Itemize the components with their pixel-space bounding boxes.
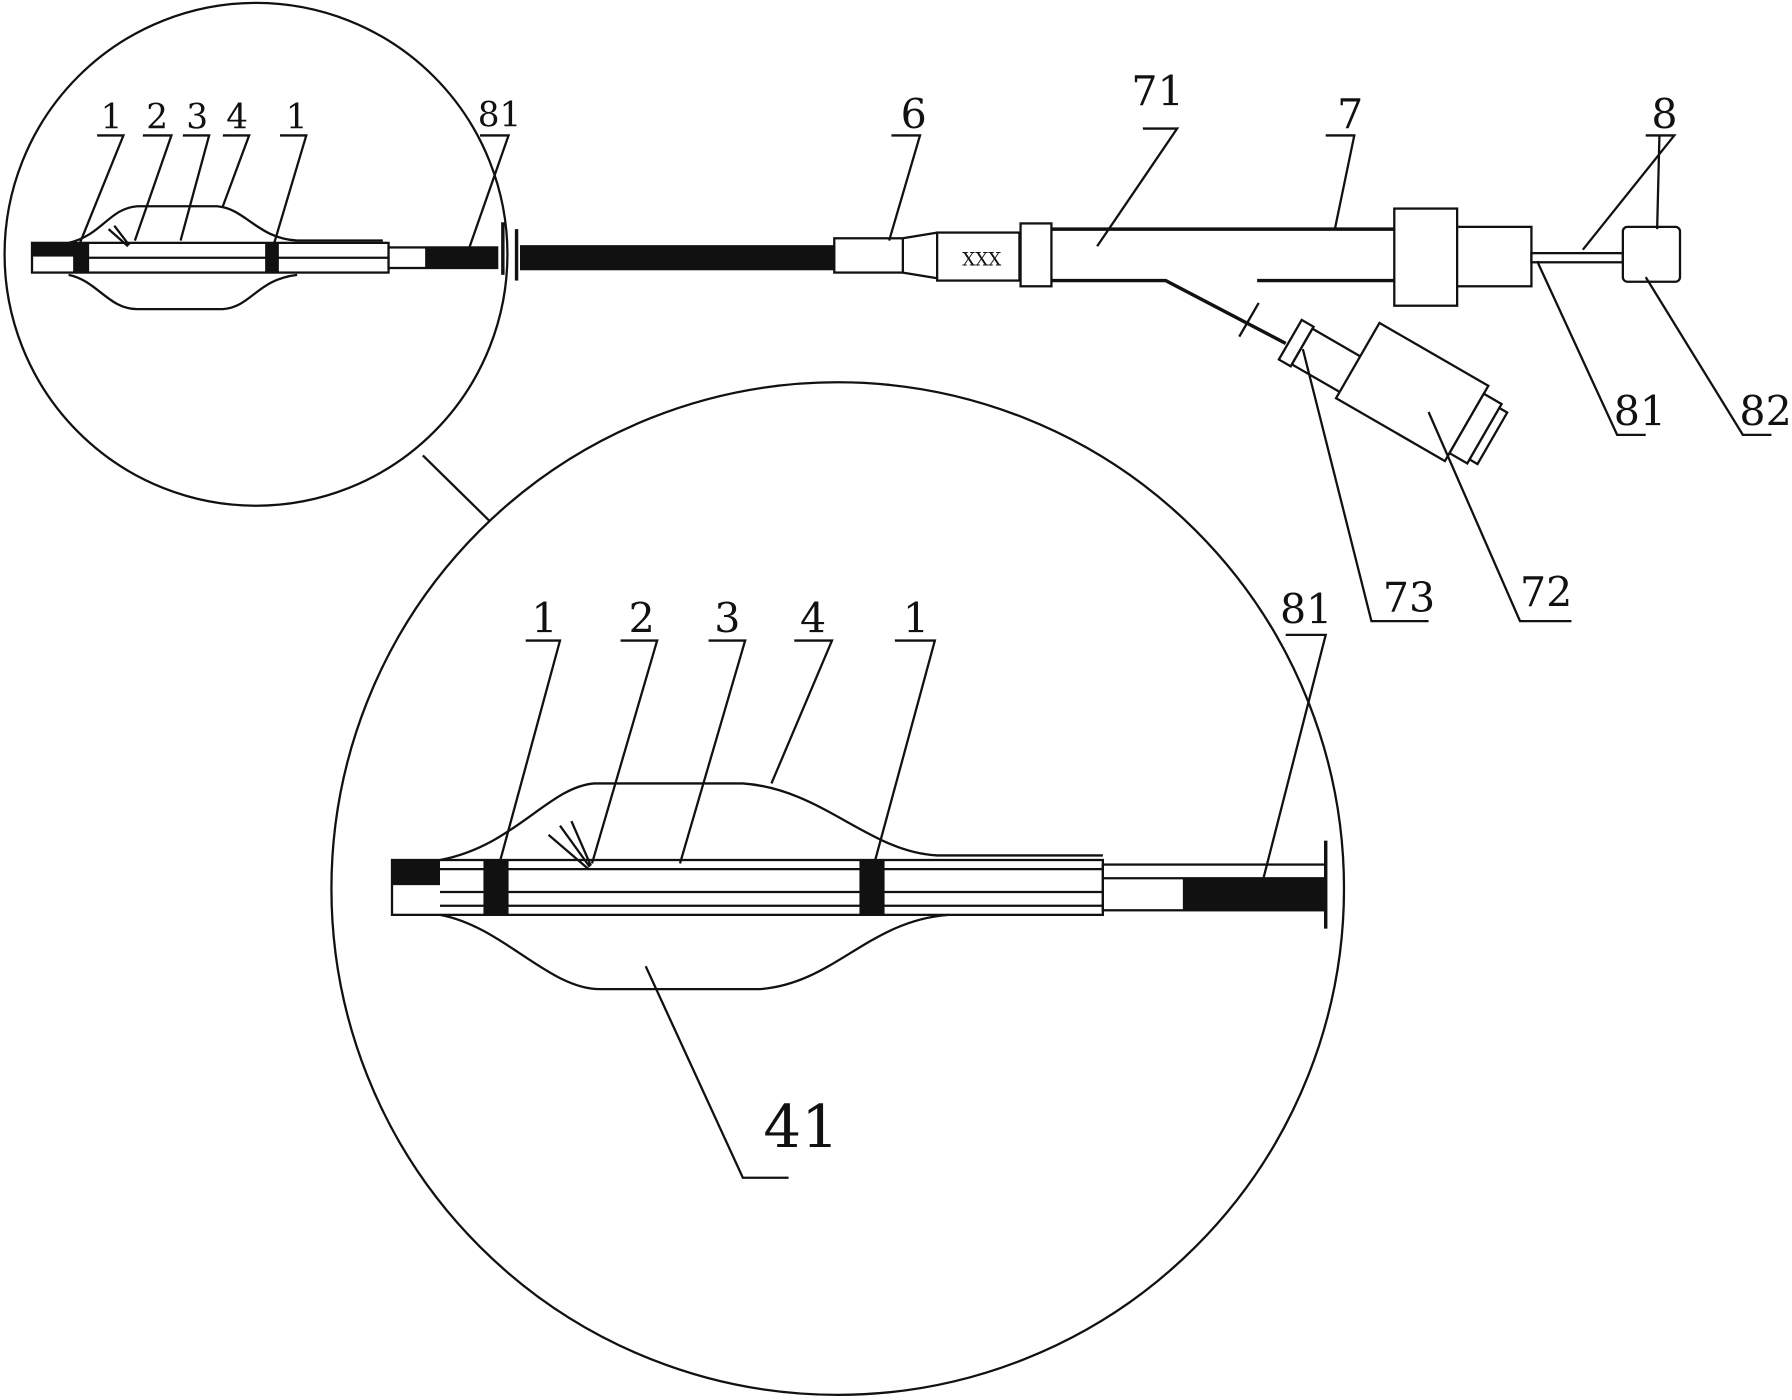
manifold-body xyxy=(1051,229,1394,343)
label-82: 82 xyxy=(1739,388,1791,436)
side-port-luer xyxy=(1336,323,1514,476)
marker-band xyxy=(483,860,508,915)
manifold-cap xyxy=(1394,209,1457,306)
balloon-top xyxy=(69,206,383,243)
wire-knob xyxy=(1623,227,1680,282)
label-81: 81 xyxy=(1614,388,1666,436)
label-4: 4 xyxy=(226,98,248,138)
marker-band xyxy=(265,243,279,273)
label-71: 71 xyxy=(1131,68,1183,116)
strain-relief xyxy=(834,238,903,272)
hub-grip-mark: XXX xyxy=(962,250,1001,271)
label-81: 81 xyxy=(478,95,522,135)
label-81: 81 xyxy=(1280,585,1332,633)
label-1: 1 xyxy=(101,98,123,138)
guidewire xyxy=(1531,253,1622,262)
label-1: 1 xyxy=(531,595,557,643)
label-1: 1 xyxy=(903,595,929,643)
balloon-bottom xyxy=(440,915,949,989)
label-1: 1 xyxy=(286,98,308,138)
label-6: 6 xyxy=(901,91,927,139)
large-detail-circle xyxy=(331,382,1344,1395)
label-41: 41 xyxy=(763,1093,839,1162)
shaft xyxy=(520,245,834,270)
label-3: 3 xyxy=(714,595,740,643)
marker-band xyxy=(859,860,884,915)
balloon-bottom xyxy=(69,275,298,309)
label-8: 8 xyxy=(1651,91,1677,139)
balloon-top xyxy=(440,783,1103,860)
label-72: 72 xyxy=(1520,568,1572,616)
label-73: 73 xyxy=(1383,574,1435,622)
label-2: 2 xyxy=(146,98,168,138)
label-4: 4 xyxy=(800,595,826,643)
hub-ring xyxy=(1021,223,1052,286)
device: XXX xyxy=(503,209,1680,476)
label-2: 2 xyxy=(629,595,655,643)
marker-band xyxy=(73,243,89,273)
label-3: 3 xyxy=(186,98,208,138)
magnifier-connector xyxy=(423,455,489,520)
label-7: 7 xyxy=(1337,91,1363,139)
small-detail-circle xyxy=(5,3,508,521)
